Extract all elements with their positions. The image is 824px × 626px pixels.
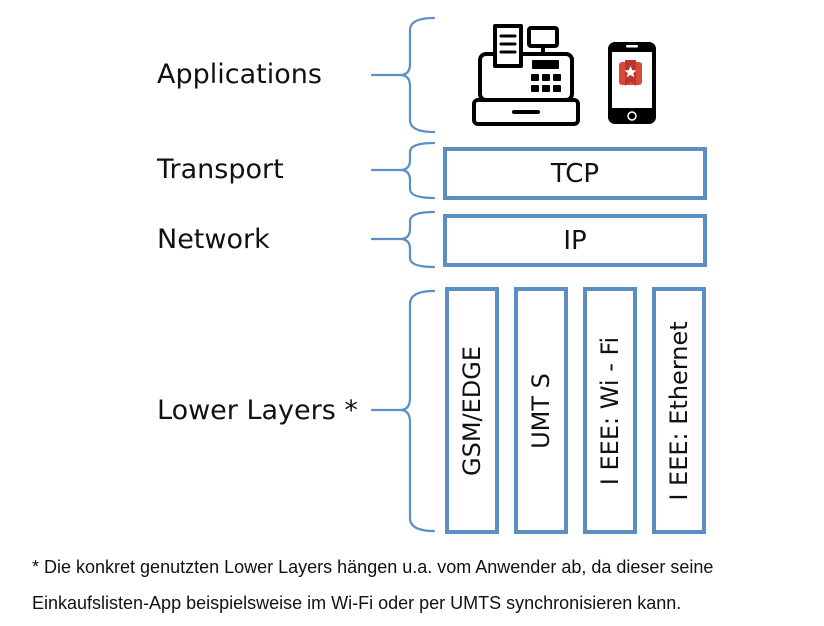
cash-register-icon [472, 24, 580, 126]
network-layer-label: Network [157, 224, 270, 255]
tcp-label: TCP [550, 158, 600, 189]
layer-braces [370, 16, 436, 533]
applications-layer-label: Applications [157, 59, 322, 90]
gsm-edge-box: GSM/EDGE [445, 287, 499, 534]
ip-box: IP [443, 214, 707, 267]
lower-layers-label: Lower Layers * [157, 395, 358, 426]
network-brace [370, 210, 436, 269]
umts-box: UMT S [514, 287, 568, 534]
wifi-label: I EEE: Wi - Fi [596, 336, 624, 485]
wifi-box: I EEE: Wi - Fi [583, 287, 637, 534]
umts-label: UMT S [527, 372, 555, 449]
ip-label: IP [563, 225, 587, 256]
tcp-box: TCP [443, 147, 707, 200]
footnote-line-1: * Die konkret genutzten Lower Layers hän… [32, 557, 714, 577]
ethernet-box: I EEE: Ethernet [652, 287, 706, 534]
ethernet-label: I EEE: Ethernet [665, 320, 693, 501]
applications-brace [370, 16, 436, 134]
gsm-edge-label: GSM/EDGE [458, 345, 486, 476]
lower-layers-brace [370, 289, 436, 533]
smartphone-app-icon [608, 42, 656, 124]
footnote-line-2: Einkaufslisten-App beispielsweise im Wi-… [32, 593, 682, 613]
transport-layer-label: Transport [157, 154, 284, 185]
transport-brace [370, 141, 436, 200]
